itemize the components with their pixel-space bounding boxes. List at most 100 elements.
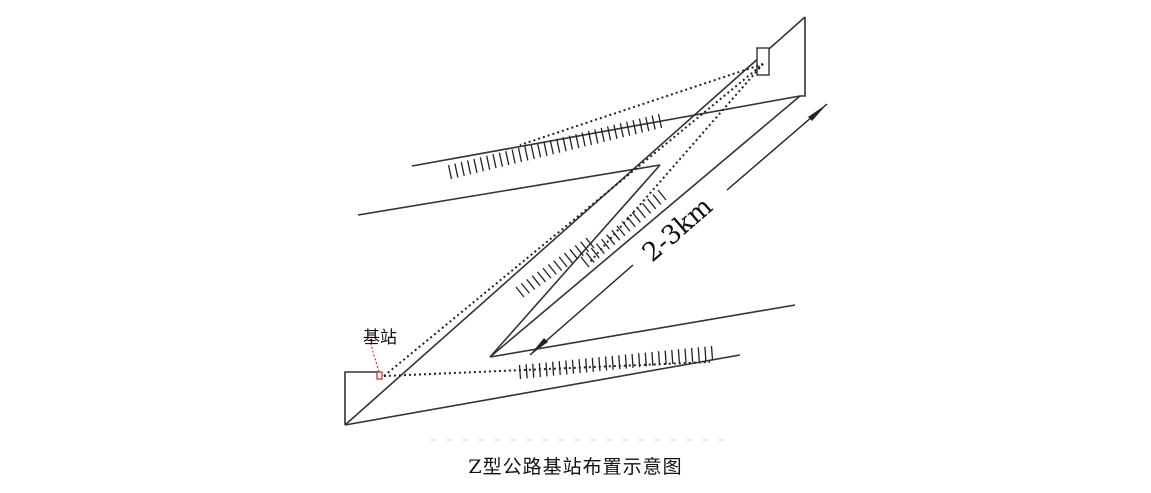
hatch-mark	[616, 225, 626, 237]
hatch-mark	[538, 362, 542, 378]
hatch-mark	[664, 350, 667, 365]
hatch-mark	[697, 347, 700, 362]
hatch-mark	[611, 229, 621, 241]
hatch-mark	[580, 256, 590, 268]
hatch-mark	[591, 357, 594, 372]
hatch-mark	[587, 130, 593, 146]
hatch-mark	[652, 194, 662, 205]
hatch-mark	[558, 361, 561, 376]
hatch-mark	[710, 345, 714, 361]
lower-road-top-edge	[489, 304, 796, 358]
hatch-mark	[532, 363, 535, 378]
hatch-mark	[556, 138, 561, 153]
hatch-mark	[447, 164, 453, 180]
hatch-mark	[604, 356, 608, 371]
diagonal-inner-edge-left	[489, 164, 661, 358]
coverage-hatch-diagonal-middle	[580, 189, 667, 268]
hatch-mark	[558, 256, 568, 268]
hatch-mark	[606, 234, 616, 246]
hatch-mark	[657, 189, 667, 201]
hatch-mark	[651, 351, 654, 366]
diagonal-outer-edge	[344, 16, 806, 426]
hatch-mark	[562, 137, 567, 152]
right-end-block	[800, 17, 806, 97]
hatch-mark	[454, 163, 459, 178]
hatch-mark	[574, 245, 584, 256]
hatch-mark	[517, 147, 523, 163]
hatch-mark	[585, 252, 595, 263]
hatch-mark	[657, 113, 663, 129]
hatch-mark	[644, 352, 647, 367]
hatch-mark	[479, 157, 484, 172]
hatch-mark	[581, 132, 586, 147]
hatch-mark	[520, 282, 530, 294]
coverage-hatch-upper	[447, 113, 663, 180]
hatch-mark	[575, 133, 580, 149]
lower-road-bottom-edge	[344, 354, 741, 426]
hatch-mark	[657, 351, 661, 366]
hatch-mark	[531, 275, 541, 287]
signal-line-diagonal-near	[383, 63, 764, 377]
hatch-mark	[486, 155, 491, 170]
hatch-mark	[542, 267, 552, 279]
hatch-mark	[466, 160, 472, 175]
hatch-mark	[677, 349, 681, 364]
near-base-station	[376, 371, 383, 380]
hatch-mark	[551, 361, 555, 376]
dimension-line-bottom	[529, 264, 634, 356]
hatch-mark	[619, 123, 624, 138]
hatch-mark	[547, 263, 557, 275]
hatch-mark	[473, 158, 478, 173]
hatch-mark	[638, 118, 644, 133]
station-leader-line	[369, 338, 380, 373]
hatch-mark	[690, 347, 694, 363]
hatch-mark	[498, 152, 504, 167]
hatch-mark	[606, 126, 612, 141]
hatch-mark	[585, 237, 595, 249]
hatch-mark	[568, 135, 574, 150]
hatch-mark	[511, 149, 516, 164]
figure-caption: Z型公路基站布置示意图	[468, 456, 683, 478]
hatch-mark	[545, 362, 548, 377]
coverage-hatch-diagonal-inner	[515, 237, 595, 298]
hatch-mark	[618, 355, 621, 370]
hatch-mark	[598, 357, 601, 372]
coverage-hatch-lower	[518, 345, 714, 380]
hatch-mark	[460, 161, 465, 177]
hatch-mark	[600, 127, 605, 143]
hatch-mark	[553, 260, 563, 272]
hatch-mark	[585, 358, 588, 373]
hatch-mark	[645, 116, 650, 132]
hatch-mark	[613, 124, 618, 139]
hatch-mark	[571, 359, 575, 374]
hatch-mark	[590, 247, 600, 259]
hatch-mark	[563, 252, 573, 264]
hatch-mark	[518, 364, 522, 380]
hatch-mark	[580, 241, 590, 253]
hatch-mark	[530, 144, 535, 160]
hatch-mark	[642, 202, 652, 214]
left-end-block	[344, 371, 380, 425]
hatch-mark	[569, 248, 579, 260]
hatch-mark	[626, 216, 636, 228]
hatch-mark	[565, 360, 568, 375]
hatch-mark	[638, 353, 641, 368]
signal-line-upper	[519, 63, 764, 146]
hatch-mark	[525, 364, 528, 379]
signal-line-lower	[383, 361, 711, 377]
hatch-mark	[515, 286, 525, 298]
hatch-mark	[526, 279, 536, 290]
hatch-mark	[684, 348, 687, 363]
hatch-mark	[651, 115, 656, 130]
upper-road-top-edge	[411, 95, 801, 167]
hatch-mark	[636, 207, 646, 219]
distance-label: 2-3km	[637, 192, 719, 269]
hatch-mark	[631, 353, 634, 368]
hatch-mark	[601, 238, 611, 250]
hatch-mark	[624, 354, 628, 369]
far-base-station-box	[756, 47, 770, 76]
diagonal-inner-edge-right	[489, 95, 801, 358]
hatch-mark	[704, 346, 707, 361]
hatch-mark	[524, 146, 529, 161]
